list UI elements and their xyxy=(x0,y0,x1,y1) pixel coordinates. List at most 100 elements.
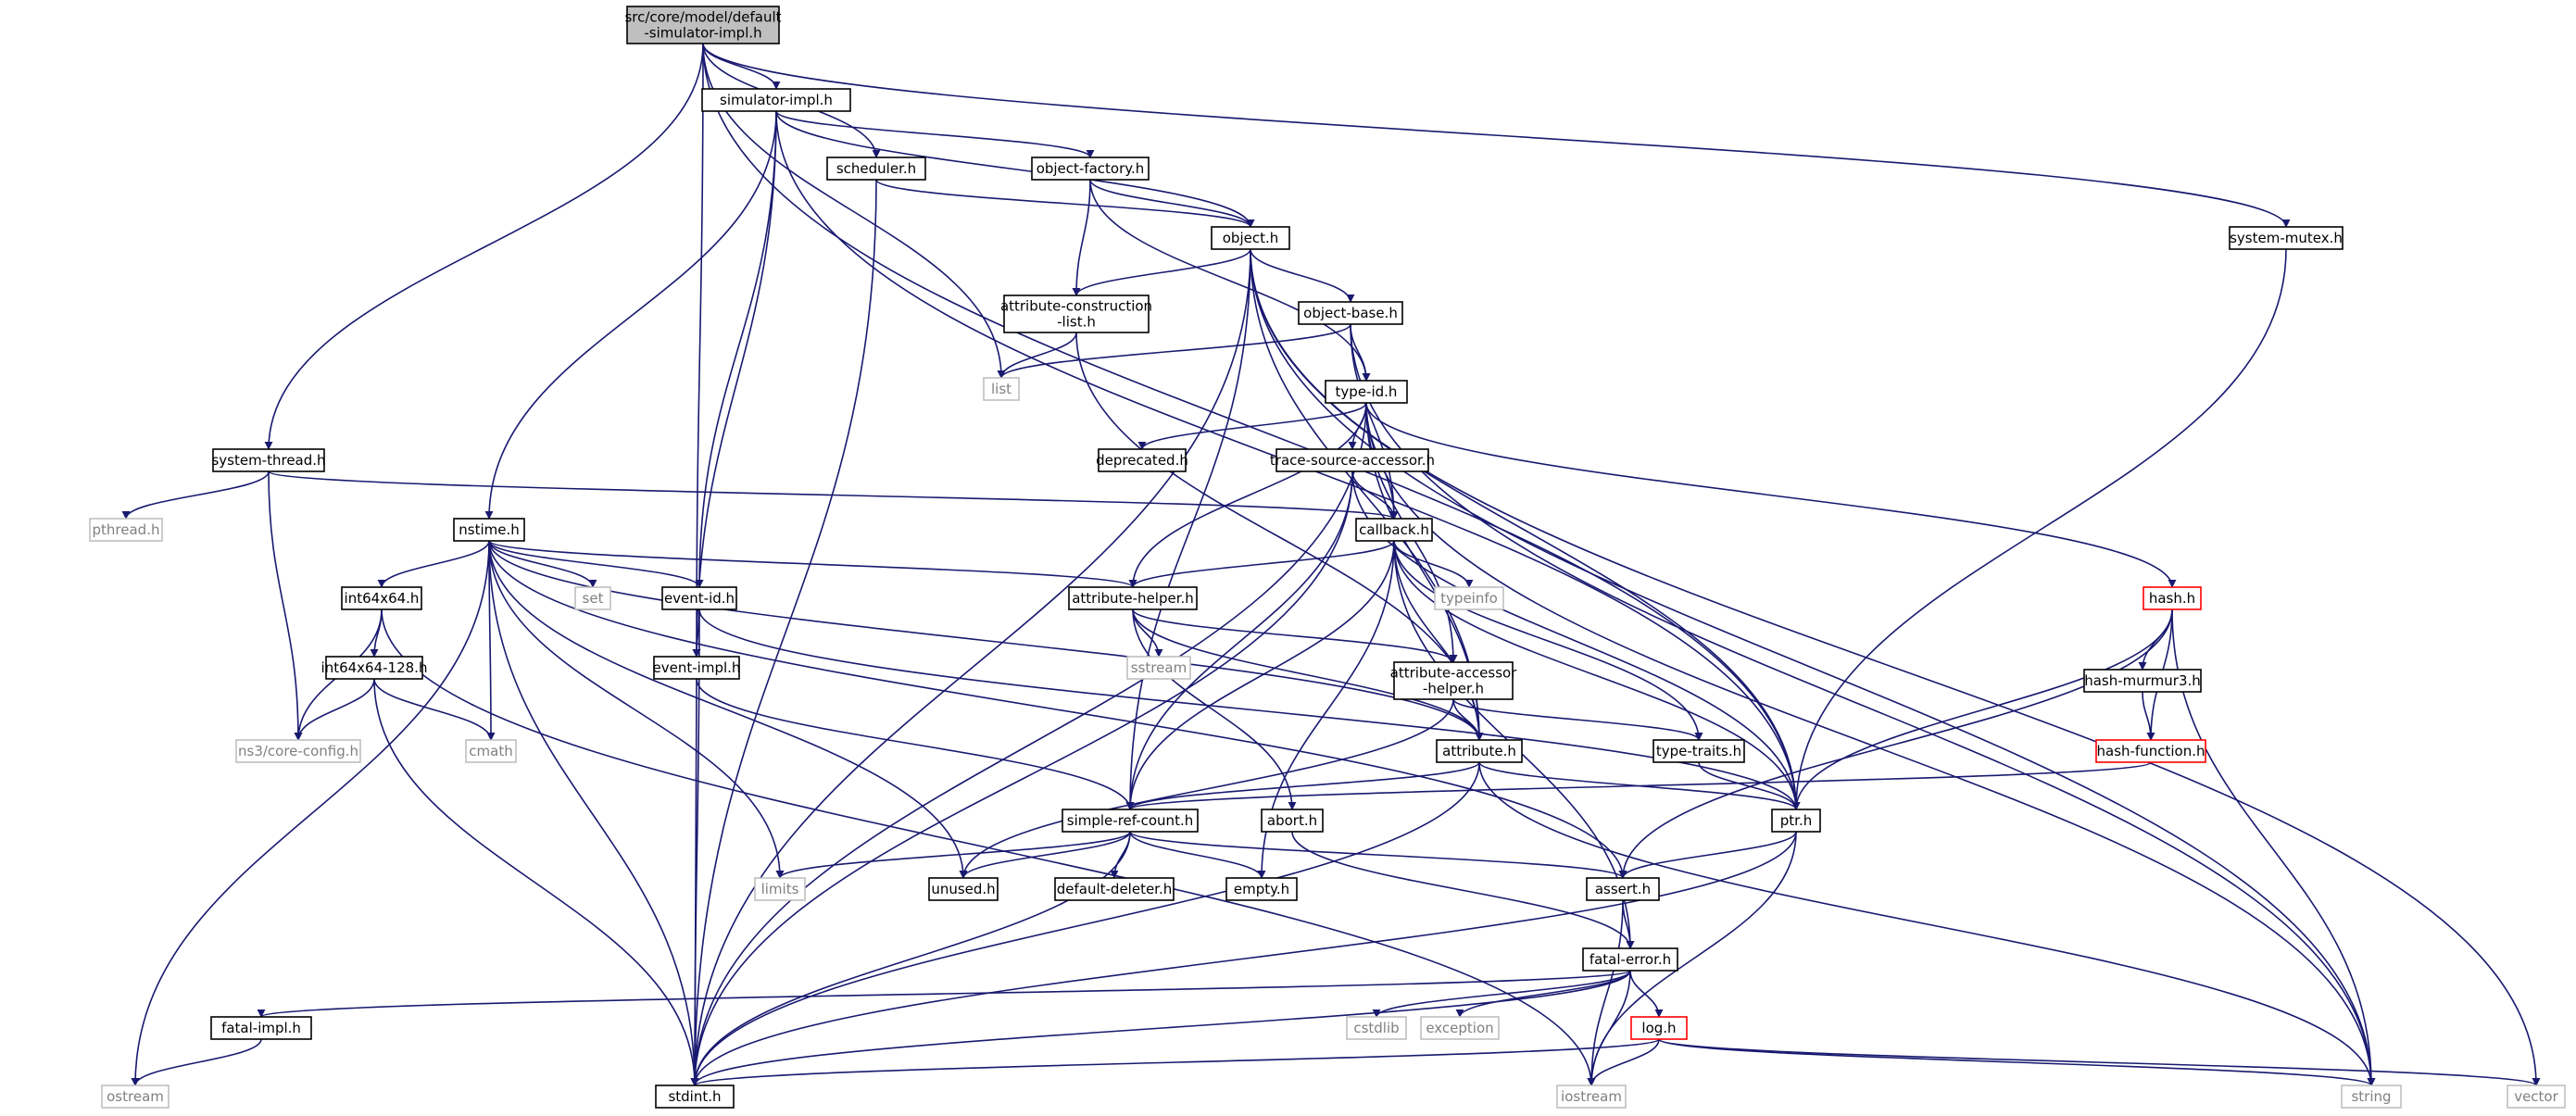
node-typetraits[interactable]: type-traits.h xyxy=(1652,739,1745,763)
node-label: hash.h xyxy=(2149,590,2195,607)
node-empty[interactable]: empty.h xyxy=(1225,877,1298,901)
node-objfactory[interactable]: object-factory.h xyxy=(1031,157,1150,181)
edge-line xyxy=(702,43,781,90)
node-limits[interactable]: limits xyxy=(754,877,806,901)
edge-systhread-to-pthread xyxy=(121,470,270,520)
edge-scheduler-to-stdint xyxy=(690,179,877,1086)
node-object[interactable]: object.h xyxy=(1211,226,1290,250)
edge-line xyxy=(488,540,968,879)
node-label: deprecated.h xyxy=(1096,452,1188,469)
node-assert[interactable]: assert.h xyxy=(1586,877,1660,901)
edge-line xyxy=(1351,470,1399,520)
node-iostream[interactable]: iostream xyxy=(1556,1085,1627,1109)
edge-fatalimpl-to-ostream xyxy=(131,1038,262,1086)
node-label: -simulator-impl.h xyxy=(644,25,761,42)
node-label: assert.h xyxy=(1595,881,1651,897)
node-box xyxy=(701,88,851,112)
node-box xyxy=(1420,1016,1500,1040)
edge-callback-to-simpleref xyxy=(1125,540,1395,810)
node-systhread[interactable]: system-thread.h xyxy=(211,448,326,472)
node-set[interactable]: set xyxy=(574,586,611,610)
node-box xyxy=(1062,809,1199,833)
node-box xyxy=(2083,669,2202,693)
edge-ptr-to-stdint xyxy=(690,831,1797,1086)
node-fatalimpl[interactable]: fatal-impl.h xyxy=(210,1016,312,1040)
node-callback[interactable]: callback.h xyxy=(1355,518,1433,542)
node-simimpl[interactable]: simulator-impl.h xyxy=(701,88,851,112)
edge-line xyxy=(1478,761,2376,1086)
edge-fatalerror-to-stdint xyxy=(690,970,1631,1086)
node-typeid[interactable]: type-id.h xyxy=(1325,380,1408,404)
edge-line xyxy=(1618,831,1797,879)
node-attrconst[interactable]: attribute-construction-list.h xyxy=(1000,295,1152,333)
node-label: unused.h xyxy=(931,881,995,897)
node-box xyxy=(325,656,423,680)
edge-object-to-attrconst xyxy=(1072,248,1251,296)
node-eventid[interactable]: event-id.h xyxy=(661,586,737,610)
node-ostream[interactable]: ostream xyxy=(101,1085,170,1109)
edge-murmur-to-hashfunc xyxy=(2142,691,2155,741)
edge-line xyxy=(692,43,704,658)
node-label: empty.h xyxy=(1234,881,1289,897)
edge-line xyxy=(696,678,1135,810)
edge-line xyxy=(268,470,303,741)
node-typeinfo[interactable]: typeinfo xyxy=(1434,586,1504,610)
edge-object-to-objbase xyxy=(1250,248,1355,303)
node-sstream[interactable]: sstream xyxy=(1126,656,1191,680)
node-vector[interactable]: vector xyxy=(2507,1085,2566,1109)
edge-nstime-to-unused xyxy=(488,540,968,879)
node-murmur[interactable]: hash-murmur3.h xyxy=(2083,669,2202,693)
edge-ptr-to-assert xyxy=(1618,831,1797,879)
edge-objbase-to-list xyxy=(997,323,1351,379)
node-simpleref[interactable]: simple-ref-count.h xyxy=(1062,809,1199,833)
node-root[interactable]: src/core/model/default-simulator-impl.h xyxy=(624,6,782,44)
node-tracesrc[interactable]: trace-source-accessor.h xyxy=(1270,448,1435,472)
node-int128[interactable]: int64x64-128.h xyxy=(321,656,428,680)
edge-simimpl-to-nstime xyxy=(484,110,777,520)
node-attribute[interactable]: attribute.h xyxy=(1436,739,1523,763)
node-attraccessor[interactable]: attribute-accessor-helper.h xyxy=(1390,661,1518,700)
node-objbase[interactable]: object-base.h xyxy=(1298,301,1403,325)
node-ptr[interactable]: ptr.h xyxy=(1771,809,1821,833)
node-list[interactable]: list xyxy=(983,377,1020,401)
edge-line xyxy=(258,970,1631,1018)
node-label: trace-source-accessor.h xyxy=(1270,452,1435,469)
node-fatalerror[interactable]: fatal-error.h xyxy=(1582,947,1678,972)
node-string[interactable]: string xyxy=(2341,1085,2402,1109)
edge-nstime-to-eventid xyxy=(488,540,704,588)
node-pthread[interactable]: pthread.h xyxy=(89,518,163,542)
node-hash[interactable]: hash.h xyxy=(2142,586,2202,610)
node-label: int64x64-128.h xyxy=(321,659,428,676)
node-defdeleter[interactable]: default-deleter.h xyxy=(1054,877,1175,901)
node-label: cstdlib xyxy=(1353,1020,1399,1036)
node-box xyxy=(574,586,611,610)
node-scheduler[interactable]: scheduler.h xyxy=(826,157,926,181)
node-cstdlib[interactable]: cstdlib xyxy=(1346,1016,1407,1040)
node-hashfunc[interactable]: hash-function.h xyxy=(2095,739,2206,763)
edge-line xyxy=(1350,323,1399,520)
node-nstime[interactable]: nstime.h xyxy=(453,518,525,542)
edge-line xyxy=(997,323,1351,379)
node-label: event-id.h xyxy=(664,590,735,607)
node-exception[interactable]: exception xyxy=(1420,1016,1500,1040)
node-int64x64[interactable]: int64x64.h xyxy=(341,586,422,610)
node-attrhelper[interactable]: attribute-helper.h xyxy=(1068,586,1198,610)
edge-line xyxy=(692,110,777,658)
edge-line xyxy=(1072,179,1091,296)
node-log[interactable]: log.h xyxy=(1630,1016,1688,1040)
node-cmath[interactable]: cmath xyxy=(465,739,517,763)
node-sysmutex[interactable]: system-mutex.h xyxy=(2229,226,2344,250)
node-label: typeinfo xyxy=(1440,590,1498,607)
node-box xyxy=(1771,809,1821,833)
node-unused[interactable]: unused.h xyxy=(928,877,999,901)
node-deprecated[interactable]: deprecated.h xyxy=(1096,448,1188,472)
node-label: log.h xyxy=(1641,1020,1676,1036)
edge-tracesrc-to-simpleref xyxy=(1125,470,1353,810)
node-abort[interactable]: abort.h xyxy=(1261,809,1324,833)
node-coreconfig[interactable]: ns3/core-config.h xyxy=(235,739,361,763)
node-stdint[interactable]: stdint.h xyxy=(655,1085,735,1109)
node-eventimpl[interactable]: event-impl.h xyxy=(653,656,741,680)
edge-line xyxy=(1698,761,1801,810)
edge-attraccessor-to-typetraits xyxy=(1452,698,1703,741)
edge-line xyxy=(488,540,1627,879)
